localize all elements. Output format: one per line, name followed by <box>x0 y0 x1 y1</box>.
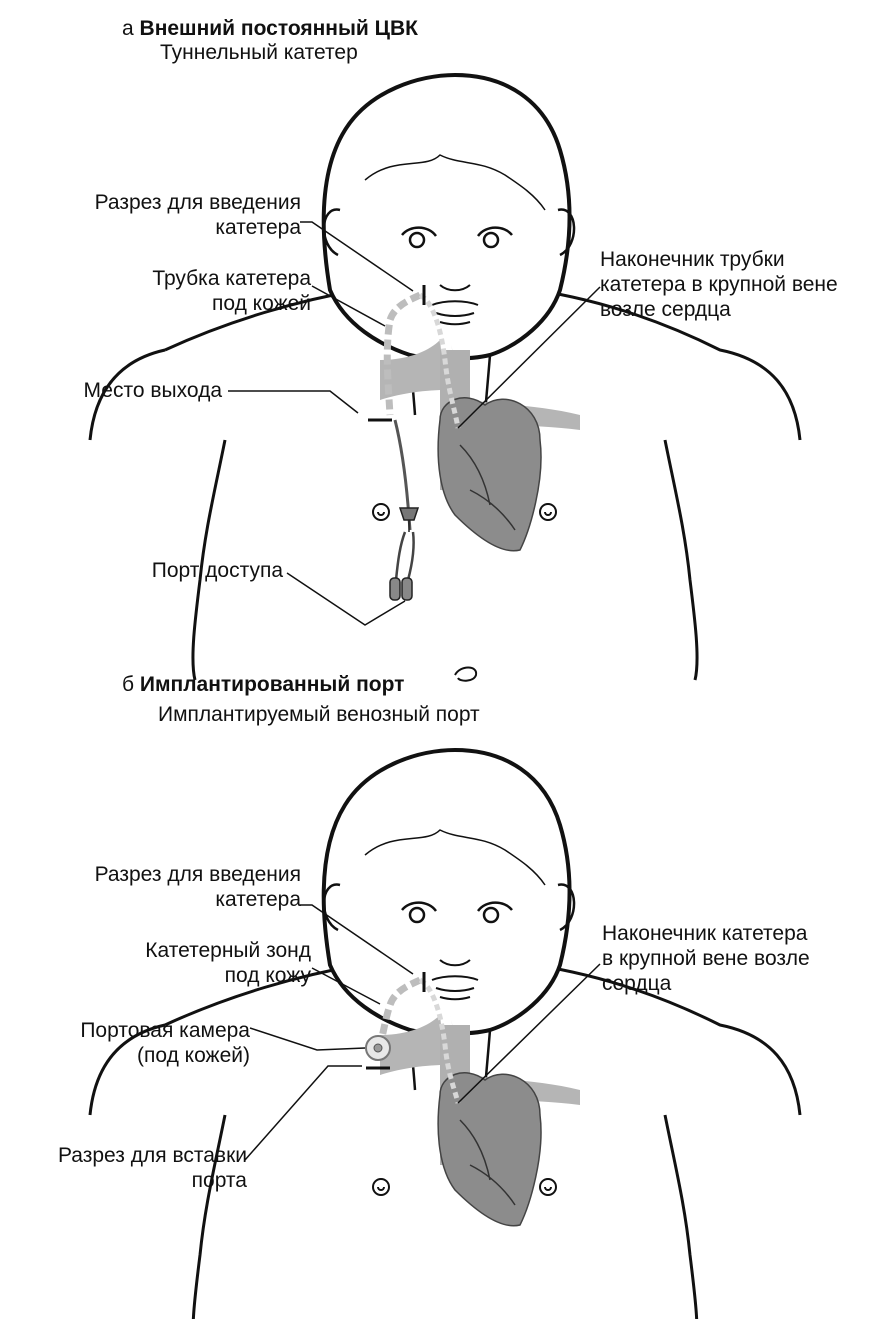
label-port-incision-b: Разрез для вставки порта <box>7 1143 247 1193</box>
label-probe-b: Катетерный зонд под кожу <box>11 938 311 988</box>
access-cap-right <box>402 578 412 600</box>
leader-exit <box>228 391 358 413</box>
panel-b-title: Имплантированный порт <box>140 673 405 696</box>
panel-a-title: Внешний постоянный ЦВК <box>140 17 418 40</box>
access-cap-left <box>390 578 400 600</box>
label-access-port-a: Порт доступа <box>63 558 283 583</box>
port-septum <box>374 1044 382 1052</box>
panel-b-letter: б <box>122 673 134 696</box>
panel-a-letter: а <box>122 17 134 40</box>
lumen-right <box>408 532 414 580</box>
leader-chamber-b <box>250 1028 365 1050</box>
leader-port-incision-b <box>245 1066 362 1160</box>
label-tube-a: Трубка катетера под кожей <box>11 266 311 316</box>
label-chamber-b: Портовая камера (под кожей) <box>10 1018 250 1068</box>
label-incision-a: Разрез для введения катетера <box>1 190 301 240</box>
panel-a-subtitle: Туннельный катетер <box>160 40 358 65</box>
label-incision-b: Разрез для введения катетера <box>1 862 301 912</box>
leader-access <box>287 573 405 625</box>
panel-a-header: а Внешний постоянный ЦВК <box>122 16 418 41</box>
label-tip-a: Наконечник трубки катетера в крупной вен… <box>600 247 885 322</box>
panel-b-header: б Имплантированный порт <box>122 672 404 697</box>
clamp <box>400 508 418 532</box>
panel-b-subtitle: Имплантируемый венозный порт <box>158 702 480 727</box>
lumen-left <box>396 532 405 580</box>
label-tip-b: Наконечник катетера в крупной вене возле… <box>602 921 887 996</box>
label-exit-a: Место выхода <box>2 378 222 403</box>
